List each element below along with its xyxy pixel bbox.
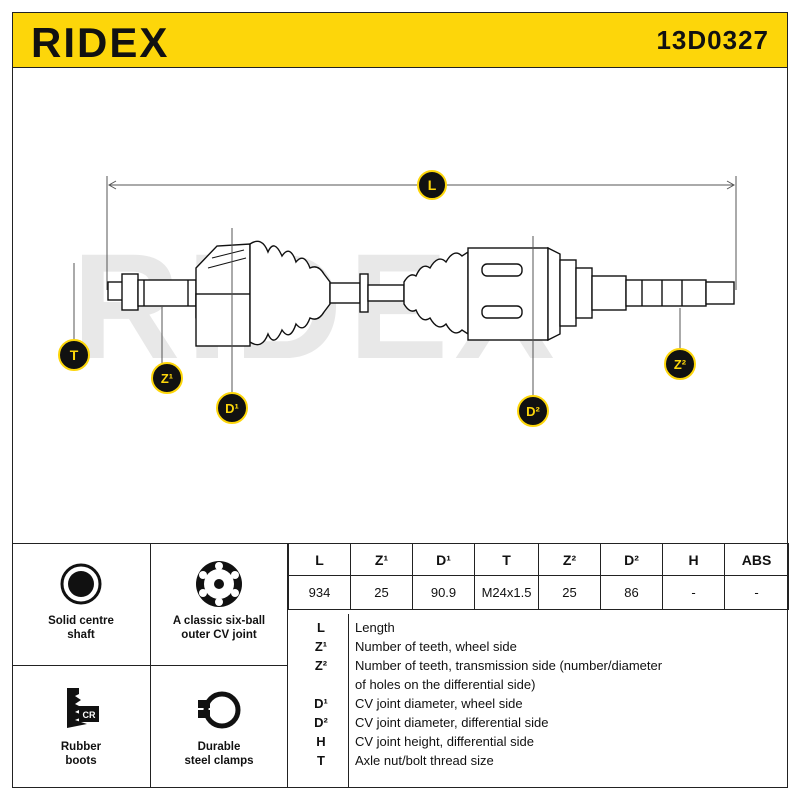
- svg-text:L: L: [428, 177, 437, 193]
- outer-frame: [12, 12, 788, 788]
- spec-header-cell: D¹: [412, 543, 475, 576]
- svg-text:D¹: D¹: [225, 401, 239, 416]
- spec-value-cell: 25: [538, 575, 601, 610]
- spec-header-cell: Z²: [538, 543, 601, 576]
- svg-text:T: T: [70, 347, 79, 363]
- spec-value-row: 934 25 90.9 M24x1.5 25 86 - -: [288, 575, 789, 610]
- legend-divider: [348, 614, 349, 788]
- legend-row: D² CV joint diameter, differential side: [288, 715, 788, 735]
- legend-key: L: [317, 620, 325, 635]
- legend-row: Z¹ Number of teeth, wheel side: [288, 639, 788, 659]
- label-D1-badge: D¹: [216, 392, 248, 424]
- six-ball-joint-icon: [196, 561, 242, 607]
- feature-rubber-boots: CR Rubber boots: [12, 666, 151, 788]
- svg-text:Z²: Z²: [674, 357, 687, 372]
- feature-solid-shaft: Solid centre shaft: [12, 543, 151, 666]
- legend-text: Number of teeth, transmission side (numb…: [355, 658, 663, 673]
- spec-header-cell: ABS: [724, 543, 789, 576]
- legend-text: Length: [355, 620, 395, 635]
- spec-header-cell: D²: [600, 543, 663, 576]
- svg-text:RIDEX: RIDEX: [31, 19, 169, 63]
- svg-text:Z¹: Z¹: [161, 371, 173, 386]
- feature-label-line1: A classic six-ball: [172, 615, 266, 627]
- spec-value-cell: M24x1.5: [474, 575, 539, 610]
- feature-steel-clamps: Durable steel clamps: [151, 666, 288, 788]
- legend-text: CV joint diameter, wheel side: [355, 696, 523, 711]
- feature-label-line2: outer CV joint: [181, 629, 257, 641]
- spec-header-cell: H: [662, 543, 725, 576]
- legend-row: Z² Number of teeth, transmission side (n…: [288, 658, 788, 678]
- label-T-badge: T: [58, 339, 90, 371]
- spec-value-cell: -: [662, 575, 725, 610]
- feature-label-line1: Rubber: [60, 741, 102, 753]
- driveshaft-diagram: RIDEX L: [58, 170, 737, 427]
- legend-text: Number of teeth, wheel side: [355, 639, 517, 654]
- feature-label-line2: shaft: [67, 629, 95, 641]
- legend-key: D²: [314, 715, 328, 730]
- spec-value-cell: -: [724, 575, 789, 610]
- solid-shaft-icon: [60, 563, 102, 605]
- label-L-badge: L: [417, 170, 447, 200]
- leader-lines: [73, 228, 681, 398]
- spec-header-cell: Z¹: [350, 543, 413, 576]
- svg-text:D²: D²: [526, 404, 540, 419]
- driveshaft-drawing: [107, 240, 735, 347]
- spec-header-row: L Z¹ D¹ T Z² D² H ABS: [288, 543, 789, 576]
- rubber-boot-icon: CR: [67, 688, 99, 728]
- legend-key: Z²: [314, 658, 328, 673]
- spec-header-cell: L: [288, 543, 351, 576]
- header-bar: RIDEX 13D0327: [12, 12, 788, 68]
- svg-text:CR: CR: [83, 710, 96, 720]
- label-Z1-badge: Z¹: [151, 362, 183, 394]
- legend: L Length Z¹ Number of teeth, wheel side …: [288, 614, 788, 788]
- legend-row: L Length: [288, 620, 788, 640]
- legend-key: T: [317, 753, 325, 768]
- legend-row: T Axle nut/bolt thread size: [288, 753, 788, 773]
- feature-label-line1: Durable: [197, 741, 241, 753]
- legend-row: H CV joint height, differential side: [288, 734, 788, 754]
- spec-table: L Z¹ D¹ T Z² D² H ABS 934 25 90.9 M24x1.…: [288, 543, 789, 610]
- steel-clamp-icon: [198, 691, 241, 729]
- part-number: 13D0327: [656, 25, 769, 55]
- spec-value-cell: 25: [350, 575, 413, 610]
- legend-text: of holes on the differential side): [355, 677, 536, 692]
- legend-row: D¹ CV joint diameter, wheel side: [288, 696, 788, 716]
- legend-row: of holes on the differential side): [288, 677, 788, 697]
- label-D2-badge: D²: [517, 395, 549, 427]
- legend-key: D¹: [314, 696, 328, 711]
- feature-label-line2: steel clamps: [184, 755, 254, 767]
- legend-text: CV joint diameter, differential side: [355, 715, 549, 730]
- spec-value-cell: 90.9: [412, 575, 475, 610]
- spec-value-cell: 86: [600, 575, 663, 610]
- feature-label-line2: boots: [65, 755, 97, 767]
- legend-text: Axle nut/bolt thread size: [355, 753, 494, 768]
- legend-text: CV joint height, differential side: [355, 734, 534, 749]
- label-Z2-badge: Z²: [664, 348, 696, 380]
- spec-header-cell: T: [474, 543, 539, 576]
- feature-six-ball-joint: A classic six-ball outer CV joint: [151, 543, 288, 666]
- legend-key: H: [316, 734, 326, 749]
- ridex-logo: RIDEX: [31, 19, 169, 63]
- spec-value-cell: 934: [288, 575, 351, 610]
- feature-label-line1: Solid centre: [48, 615, 114, 627]
- legend-key: Z¹: [314, 639, 328, 654]
